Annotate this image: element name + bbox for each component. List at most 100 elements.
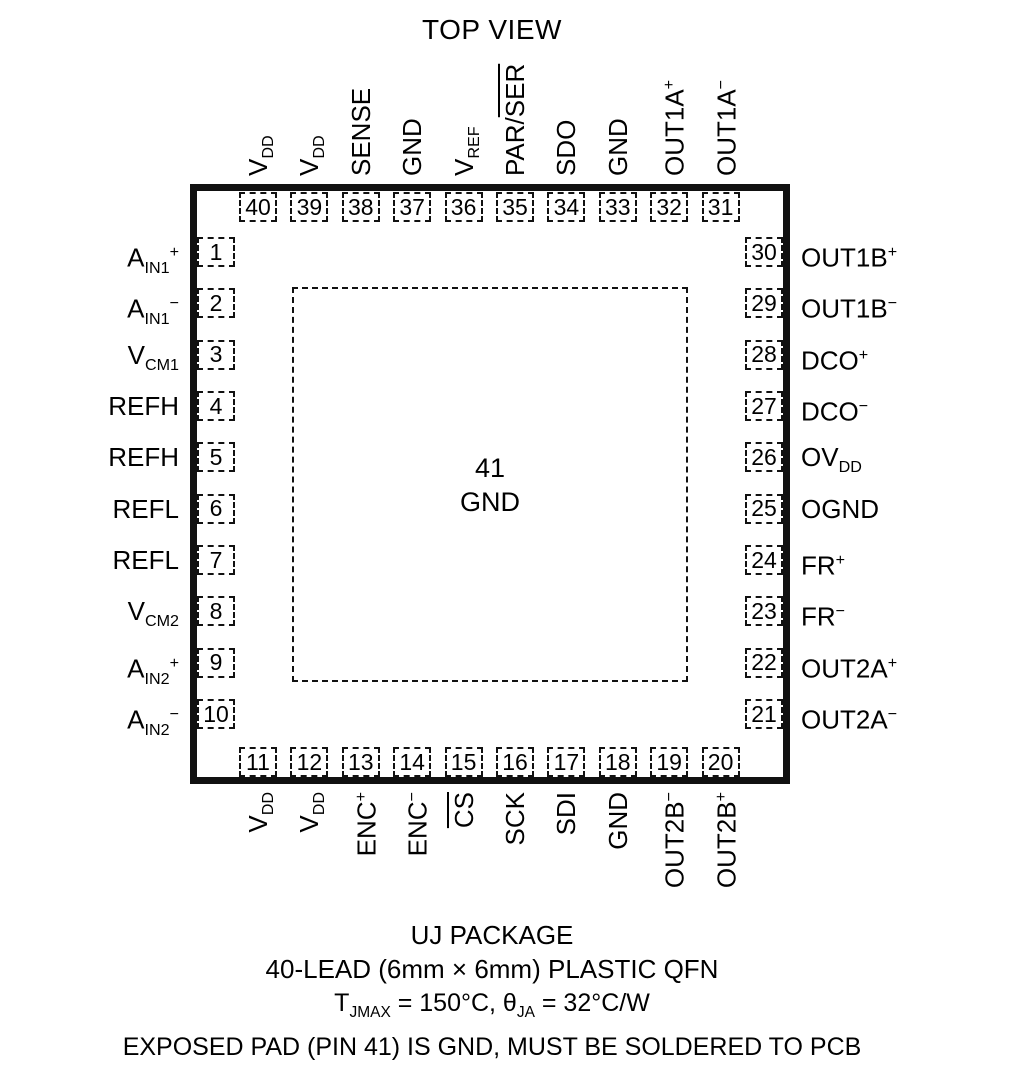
pin-5-label: REFH (19, 441, 179, 473)
pin-10-label-sup: − (169, 705, 179, 724)
pin-12-box: 12 (290, 747, 329, 777)
pin-30-label: OUT1B+ (801, 236, 898, 273)
pin-36-label-pre: V (448, 158, 479, 176)
pin-31-label-sup: − (711, 79, 730, 90)
package-outline (190, 184, 790, 784)
pin-25-label: OGND (801, 493, 879, 525)
pin-7-box: 7 (197, 545, 235, 576)
pin-40-label-pre: V (243, 158, 273, 176)
pin-20-box: 20 (701, 747, 740, 777)
pin-16-number: 16 (502, 748, 528, 775)
pin-7-label-pre: REFL (112, 545, 179, 576)
pin-4-box: 4 (197, 391, 235, 422)
thermal-note-text: = 150°C, θ (390, 989, 517, 1017)
pin-10-box: 10 (197, 699, 235, 730)
pin-22-number: 22 (751, 649, 777, 676)
pin-33-label-pre: GND (602, 118, 633, 176)
pin-3-label: VCM1 (19, 339, 179, 374)
pin-26-box: 26 (745, 442, 783, 473)
pin-27-number: 27 (751, 392, 777, 419)
pin-9-number: 9 (209, 649, 223, 676)
pin-15-label-over: CS (448, 792, 479, 829)
pin-9-label-pre: A (127, 653, 145, 684)
pin-13-label-sup: + (351, 792, 370, 802)
pin-14-label-pre: ENC (402, 801, 433, 857)
pin-40-box: 40 (239, 192, 277, 222)
pin-28-box: 28 (745, 339, 783, 370)
pin-19-label-sup: − (660, 792, 679, 802)
pin-2-number: 2 (209, 289, 223, 316)
pin-27-label-sup: − (858, 397, 869, 416)
pin-4-number: 4 (209, 392, 223, 419)
pin-25-box: 25 (745, 493, 783, 524)
pin-15-box: 15 (444, 747, 483, 777)
pin-8-label-pre: V (127, 596, 145, 627)
pin-23-label-sup: − (835, 602, 846, 621)
pin-9-label: AIN2+ (19, 647, 179, 687)
pin-18-label-pre: GND (602, 792, 633, 850)
pin-2-label: AIN1− (19, 287, 179, 328)
pin-36-number: 36 (450, 193, 477, 220)
pin-23-number: 23 (751, 597, 777, 624)
pin-22-label: OUT2A+ (801, 647, 898, 683)
pin-35-label-pre: PAR/ (500, 117, 530, 176)
pin-12-label-sub: DD (310, 792, 329, 816)
pin-40-label-sub: DD (259, 135, 278, 159)
pin-35-number: 35 (502, 193, 528, 220)
exposed-pad: 41 GND (292, 287, 688, 682)
pin-23-label-pre: FR (801, 602, 836, 633)
pin-10-label: AIN2− (19, 698, 179, 739)
pin-7-label: REFL (19, 544, 179, 576)
pin-9-label-sup: + (169, 653, 179, 672)
pin-5-number: 5 (209, 443, 223, 470)
pin-39-label-pre: V (294, 158, 325, 176)
pin-38-number: 38 (348, 193, 374, 220)
pin-8-number: 8 (209, 597, 223, 624)
pin-12-label-pre: V (294, 815, 325, 833)
pin-9-box: 9 (197, 647, 235, 678)
pin-26-label: OVDD (801, 441, 862, 476)
pin-30-label-sup: + (887, 243, 898, 261)
pin-38-box: 38 (341, 192, 380, 222)
pin-32-label-sup: + (660, 79, 679, 90)
pin-23-label: FR− (801, 595, 846, 632)
pin-19-label-pre: OUT2B (659, 801, 690, 889)
pin-6-number: 6 (209, 495, 223, 522)
package-notes: UJ PACKAGE 40-LEAD (6mm × 6mm) PLASTIC Q… (0, 918, 984, 1064)
pin-33-number: 33 (605, 193, 631, 220)
pin-22-label-sup: + (887, 653, 898, 672)
pin-2-label-pre: A (127, 294, 145, 324)
pin-34-label: SDO (551, 16, 581, 176)
pin-20-label-sup: + (711, 792, 730, 802)
pin-10-label-sub: IN2 (144, 720, 170, 739)
pin-32-label-pre: OUT1A (659, 89, 690, 176)
pin-6-label: REFL (19, 493, 179, 525)
pin-18-box: 18 (598, 747, 637, 777)
pin-21-label-pre: OUT2A (801, 704, 888, 735)
pin-23-box: 23 (745, 596, 783, 627)
pin-1-label-sub: IN1 (144, 258, 170, 277)
pin-34-box: 34 (547, 192, 586, 222)
pin-24-label-sup: + (835, 551, 846, 570)
pin-30-label-pre: OUT1B (801, 242, 888, 273)
pin-28-label: DCO+ (801, 339, 869, 375)
pin-31-box: 31 (701, 192, 740, 222)
pin-21-label-sup: − (887, 705, 898, 724)
pin-2-box: 2 (197, 288, 235, 319)
pin-27-label: DCO− (801, 390, 869, 427)
pin-33-label: GND (603, 16, 633, 176)
pin-31-label-pre: OUT1A (711, 89, 742, 176)
pin-21-box: 21 (745, 699, 783, 730)
pin-8-label: VCM2 (19, 595, 179, 630)
pin-1-number: 1 (209, 238, 223, 265)
pin-28-label-sup: + (858, 345, 869, 364)
pin-15-number: 15 (450, 748, 477, 775)
pin-26-number: 26 (751, 443, 777, 470)
pin-35-box: 35 (496, 192, 534, 222)
pin-10-number: 10 (203, 700, 229, 727)
pin-24-label: FR+ (801, 544, 846, 581)
pin-13-number: 13 (348, 748, 374, 775)
pin-30-number: 30 (751, 238, 777, 265)
pin-26-label-sub: DD (838, 458, 862, 477)
pin-13-label-pre: ENC (351, 801, 382, 857)
